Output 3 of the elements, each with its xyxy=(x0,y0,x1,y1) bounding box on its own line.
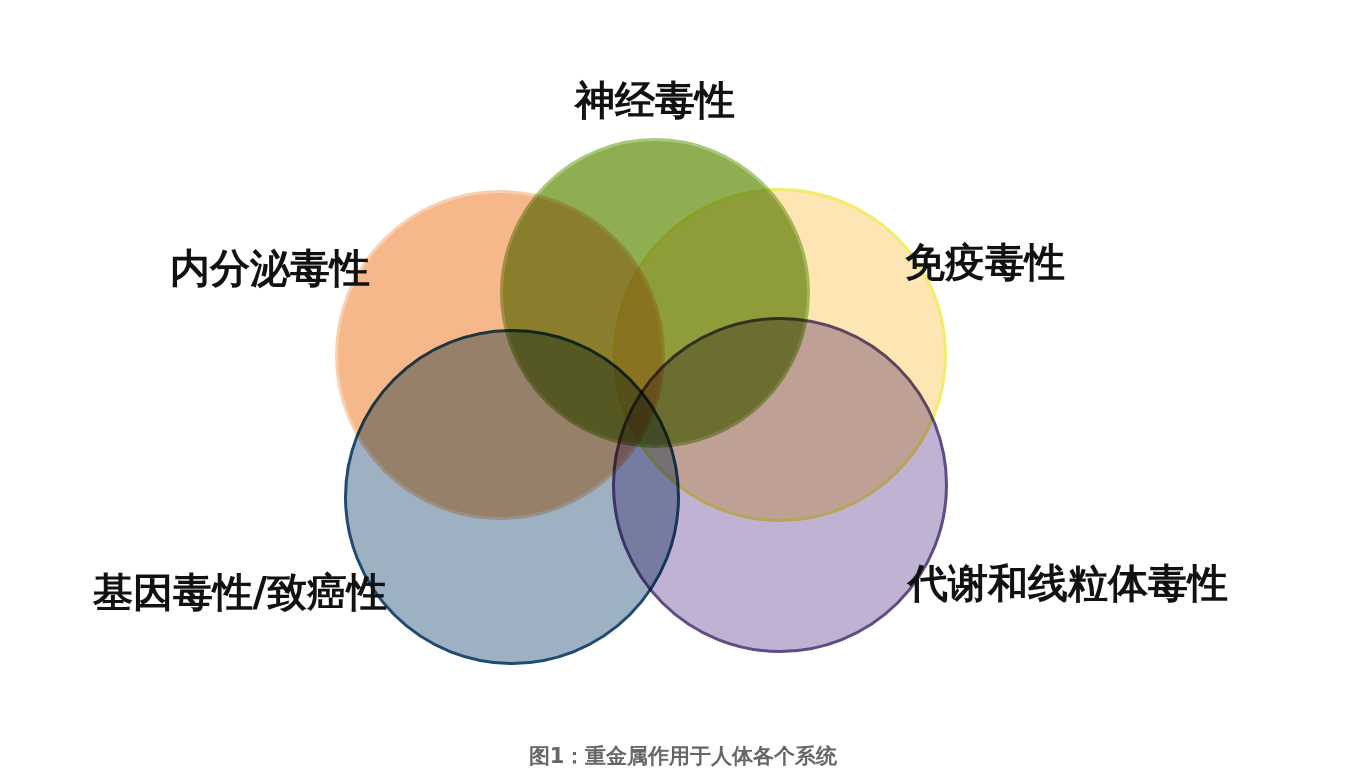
figure-caption: 图1：重金属作用于人体各个系统 xyxy=(527,743,839,770)
circle-label: 内分泌毒性 xyxy=(170,243,370,293)
circle-label: 神经毒性 xyxy=(575,75,735,125)
